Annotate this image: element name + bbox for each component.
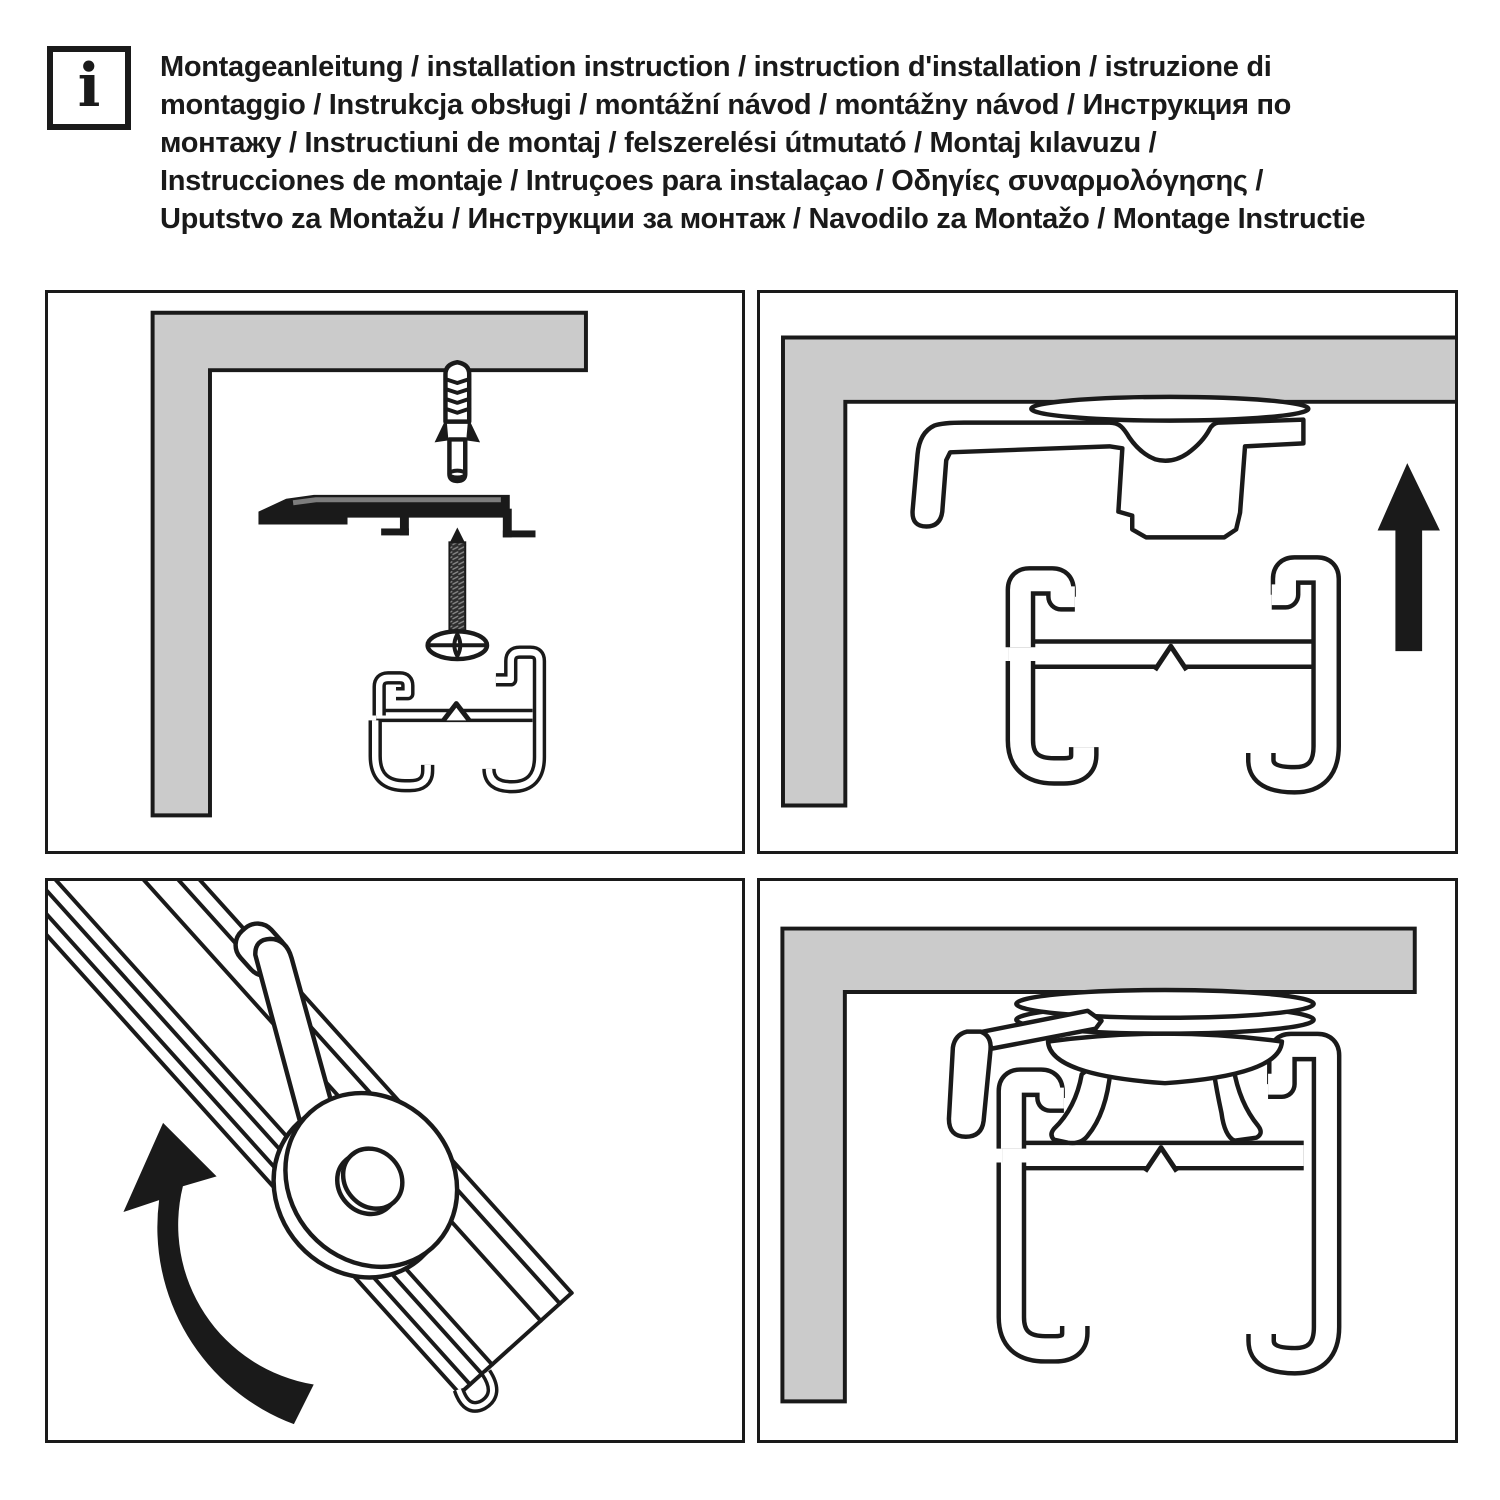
rail-profile-icon — [1005, 555, 1341, 795]
wall-corner — [150, 310, 588, 818]
title-line: Instrucciones de montaje / Intruçoes par… — [160, 165, 1264, 197]
step-4-illustration — [780, 926, 1417, 1404]
step-1-illustration — [150, 310, 588, 818]
panel-step-1 — [45, 290, 745, 854]
washer-disc-icon — [1029, 394, 1311, 423]
ceiling-corner — [781, 335, 1455, 808]
step-2-illustration — [781, 335, 1455, 808]
rail-profile-icon — [368, 645, 547, 794]
panel-step-3 — [45, 878, 745, 1443]
support-bracket-icon — [910, 417, 1306, 540]
info-icon-glyph: i — [77, 51, 101, 121]
title-line: Uputstvo za Montažu / Инструкции за монт… — [160, 203, 1366, 235]
multilingual-title: Montageanleitung / installation instruct… — [160, 48, 1470, 238]
support-bracket-icon — [946, 987, 1316, 1146]
screw-icon — [425, 527, 490, 662]
title-line: montaggio / Instrukcja obsługi / montážn… — [160, 89, 1292, 121]
panel-step-2 — [757, 290, 1458, 854]
info-icon: i — [47, 46, 131, 130]
curved-rotate-arrow-icon — [123, 1122, 314, 1425]
title-line: монтажу / Instructiuni de montaj / felsz… — [160, 127, 1157, 159]
rail-profile-icon — [996, 1031, 1342, 1376]
title-line: Montageanleitung / installation instruct… — [160, 51, 1272, 83]
rail-perspective — [48, 881, 574, 1413]
panel-step-4 — [757, 878, 1458, 1443]
arrow-up-icon — [1377, 463, 1440, 652]
mounting-bracket-icon — [258, 494, 536, 538]
rotating-disc-icon — [271, 1090, 460, 1280]
step-3-illustration — [48, 881, 574, 1425]
ceiling-corner — [780, 926, 1417, 1404]
wall-plug-icon — [434, 360, 481, 484]
